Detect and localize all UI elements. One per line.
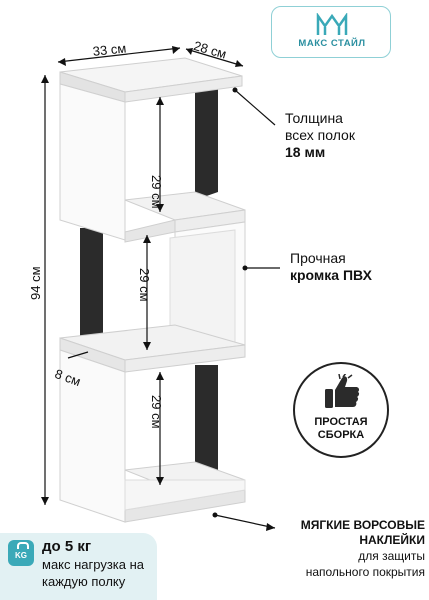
thumbs-up-icon [325, 374, 360, 408]
mm-monogram-icon [316, 13, 348, 35]
assembly-line1: ПРОСТАЯ [314, 416, 368, 428]
brand-name: МАКС СТАЙЛ [298, 38, 366, 49]
height-label: 94 см [28, 266, 43, 300]
width-arrow [57, 47, 181, 63]
stickers-line4: напольного покрытия [305, 565, 425, 579]
brand-logo: МАКС СТАЙЛ [271, 6, 391, 58]
thickness-value: 18 мм [285, 144, 326, 160]
thickness-pointer [234, 89, 276, 126]
stickers-line2: НАКЛЕЙКИ [359, 533, 425, 547]
thickness-line2: всех полок [285, 127, 355, 143]
upper-shelf-front [124, 219, 176, 243]
back-post-bottom [195, 365, 218, 470]
left-side-top [59, 83, 126, 241]
leg-arrow [67, 351, 89, 359]
edge-line1: Прочная [290, 250, 346, 266]
top-shelf-face [124, 75, 243, 103]
bottom-inner [124, 479, 246, 511]
kg-label: KG [15, 551, 27, 560]
easy-assembly-badge: ПРОСТАЯ СБОРКА [293, 362, 389, 458]
assembly-line2: СБОРКА [317, 429, 365, 441]
back-post-top [195, 88, 218, 200]
load-line2: каждую полку [42, 574, 126, 589]
load-value: до 5 кг [42, 538, 92, 555]
edge-line2: кромка ПВХ [290, 267, 372, 283]
thickness-line1: Толщина [285, 110, 343, 126]
stickers-pointer [214, 514, 276, 529]
load-line1: макс нагрузка на [42, 557, 145, 572]
stickers-line1: МЯГКИЕ ВОРСОВЫЕ [300, 518, 425, 532]
stickers-line3: для защиты [358, 549, 425, 563]
weight-kg-icon: KG [8, 540, 34, 566]
shelf-middle-label: 29 см [137, 268, 152, 302]
lower-shelf-right [124, 344, 246, 373]
shelf-bottom-label: 29 см [149, 395, 164, 429]
shelf-top-label: 29 см [149, 175, 164, 209]
depth-arrow [185, 48, 244, 67]
back-post-middle [80, 228, 103, 352]
